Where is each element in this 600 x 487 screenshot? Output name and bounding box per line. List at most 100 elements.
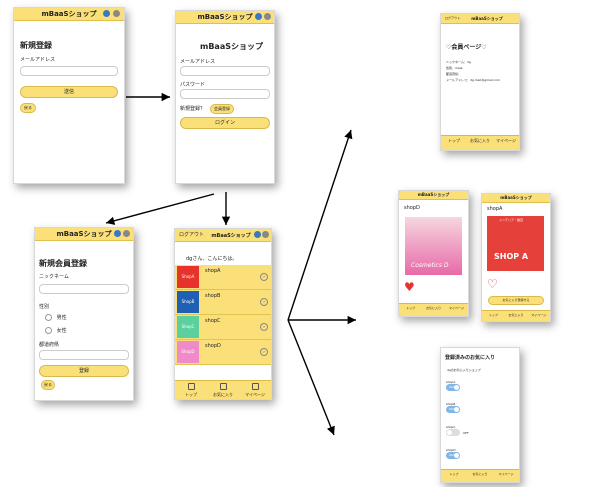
app-header: mBaaSショップ <box>482 194 550 203</box>
tab-top[interactable]: トップ <box>175 381 207 399</box>
radio-icon <box>45 314 52 321</box>
settings-icon <box>262 231 269 238</box>
login-button[interactable]: ログイン <box>180 117 270 129</box>
settings-icon <box>113 10 120 17</box>
tab-bar: トップ お気に入り マイページ <box>441 469 519 482</box>
tab-bar: トップ お気に入り マイページ <box>441 135 519 150</box>
shop-logo: ShopB <box>177 291 199 313</box>
app-title: mBaaSショップ <box>471 16 503 21</box>
app-title: mBaaSショップ <box>500 195 532 200</box>
favorite-heart-icon[interactable]: ♥ <box>404 280 415 294</box>
arrow-to-member <box>287 129 353 321</box>
favorite-toggle[interactable]: ON <box>446 452 460 459</box>
signup-email-screen: mBaaSショップ 新規登録 メールアドレス 送信 戻る <box>13 7 125 184</box>
favorite-heart-outline-icon[interactable]: ♡ <box>487 277 498 291</box>
shop-row-a[interactable]: ShopA shopA › <box>175 265 271 290</box>
back-button[interactable]: 戻る <box>20 103 36 113</box>
shop-name: shopB <box>205 293 221 299</box>
gender-male-option[interactable]: 男性 <box>45 314 67 321</box>
favorite-toggle[interactable]: ON <box>446 384 460 391</box>
shop-logo: ShopD <box>177 341 199 363</box>
back-button[interactable]: 戻る <box>41 380 55 390</box>
tab-top[interactable]: トップ <box>449 472 459 476</box>
shop-name: shopD <box>205 343 221 349</box>
shop-banner: インテリア・雑貨 SHOP A <box>487 216 544 271</box>
favorites-subtitle: dgのお気に入りショップ <box>447 368 481 372</box>
tab-mypage[interactable]: マイページ <box>449 306 464 310</box>
app-title: mBaaSショップ <box>56 230 112 238</box>
shop-title: shopD <box>404 205 420 211</box>
tab-bar: トップ お気に入り マイページ <box>482 310 550 321</box>
shop-name: shopB <box>446 402 456 406</box>
tab-favorites[interactable]: お気に入り <box>470 138 490 143</box>
tab-favorites[interactable]: お気に入り <box>425 306 441 310</box>
favorite-toggle[interactable]: ON <box>446 406 460 413</box>
app-title: mBaaSショップ <box>41 10 97 18</box>
gender-label: 性別 <box>39 304 50 310</box>
settings-icon <box>123 230 130 237</box>
gender-female-option[interactable]: 女性 <box>45 327 67 334</box>
tab-favorites[interactable]: お気に入り <box>508 313 524 317</box>
shop-title: shopA <box>487 206 503 212</box>
email-field[interactable] <box>20 66 118 76</box>
tab-mypage[interactable]: マイページ <box>496 138 516 143</box>
member-page-screen: ログアウト mBaaSショップ ♡会員ページ♡ ニックネーム：dg 性別：mal… <box>440 13 520 151</box>
tab-favorites[interactable]: お気に入り <box>207 381 239 399</box>
favorite-item-d: shopD ON <box>446 448 460 459</box>
register-button[interactable]: 登録 <box>39 365 129 377</box>
tab-top[interactable]: トップ <box>405 306 415 310</box>
shop-row-b[interactable]: ShopB shopB › <box>175 290 271 315</box>
greeting: dgさん、こんにちは。 <box>186 256 238 262</box>
submit-button[interactable]: 送信 <box>20 86 118 98</box>
app-header: mBaaSショップ <box>399 191 468 200</box>
app-header: ログアウト mBaaSショップ <box>175 229 271 242</box>
banner-tag: インテリア・雑貨 <box>499 218 524 222</box>
favorite-toggle[interactable] <box>446 429 460 436</box>
nickname-field[interactable] <box>39 284 129 294</box>
page-title: ♡会員ページ♡ <box>446 44 487 51</box>
password-field[interactable] <box>180 89 270 99</box>
shop-logo: ShopA <box>177 266 199 288</box>
tab-bar: トップ お気に入り マイページ <box>399 303 468 316</box>
toggle-state: OFF <box>462 430 469 435</box>
tab-mypage[interactable]: マイページ <box>531 313 547 317</box>
home-icon <box>187 383 195 390</box>
arrow-login-to-register <box>105 193 215 225</box>
page-title: 登録済みのお気に入り <box>445 355 496 361</box>
login-title: mBaaSショップ <box>200 42 263 51</box>
email-field[interactable] <box>180 66 270 76</box>
app-title: mBaaSショップ <box>417 192 450 197</box>
tab-mypage[interactable]: マイページ <box>239 381 271 399</box>
globe-icon <box>255 13 262 20</box>
add-favorite-button[interactable]: お気に入り登録する <box>488 296 544 305</box>
shop-a-screen: mBaaSショップ shopA インテリア・雑貨 SHOP A ♡ お気に入り登… <box>481 193 551 322</box>
shop-d-screen: mBaaSショップ shopD Cosmetics D ♥ トップ お気に入り … <box>398 190 469 317</box>
tab-top[interactable]: トップ <box>488 313 498 317</box>
app-header: mBaaSショップ <box>14 8 124 21</box>
shop-name: shopC <box>205 318 221 324</box>
shop-row-d[interactable]: ShopD shopD › <box>175 340 271 365</box>
tab-top[interactable]: トップ <box>448 138 460 143</box>
favorite-item-c: shopC OFF <box>446 425 469 436</box>
arrow-to-favorites <box>287 319 335 436</box>
page-title: 新規登録 <box>20 41 52 50</box>
tab-favorites[interactable]: お気に入り <box>472 472 488 476</box>
member-register-button[interactable]: 会員登録 <box>210 104 234 114</box>
user-icon <box>251 383 259 390</box>
profile-line: 都道府県： <box>446 72 462 76</box>
app-header: ログアウト mBaaSショップ <box>441 14 519 24</box>
tab-mypage[interactable]: マイページ <box>498 472 514 476</box>
logout-link[interactable]: ログアウト <box>179 232 205 238</box>
favorite-item-a: shopA ON <box>446 380 460 391</box>
chevron-right-icon: › <box>260 298 268 306</box>
prefecture-field[interactable] <box>39 350 129 360</box>
shop-row-c[interactable]: ShopC shopC › <box>175 315 271 340</box>
banner-text: Cosmetics D <box>411 262 449 269</box>
settings-icon <box>264 13 271 20</box>
chevron-right-icon: › <box>260 323 268 331</box>
profile-line: ニックネーム：dg <box>446 60 471 64</box>
favorites-screen: 登録済みのお気に入り dgのお気に入りショップ shopA ON shopB O… <box>440 347 520 483</box>
logout-link[interactable]: ログアウト <box>445 16 461 20</box>
globe-icon <box>114 230 121 237</box>
